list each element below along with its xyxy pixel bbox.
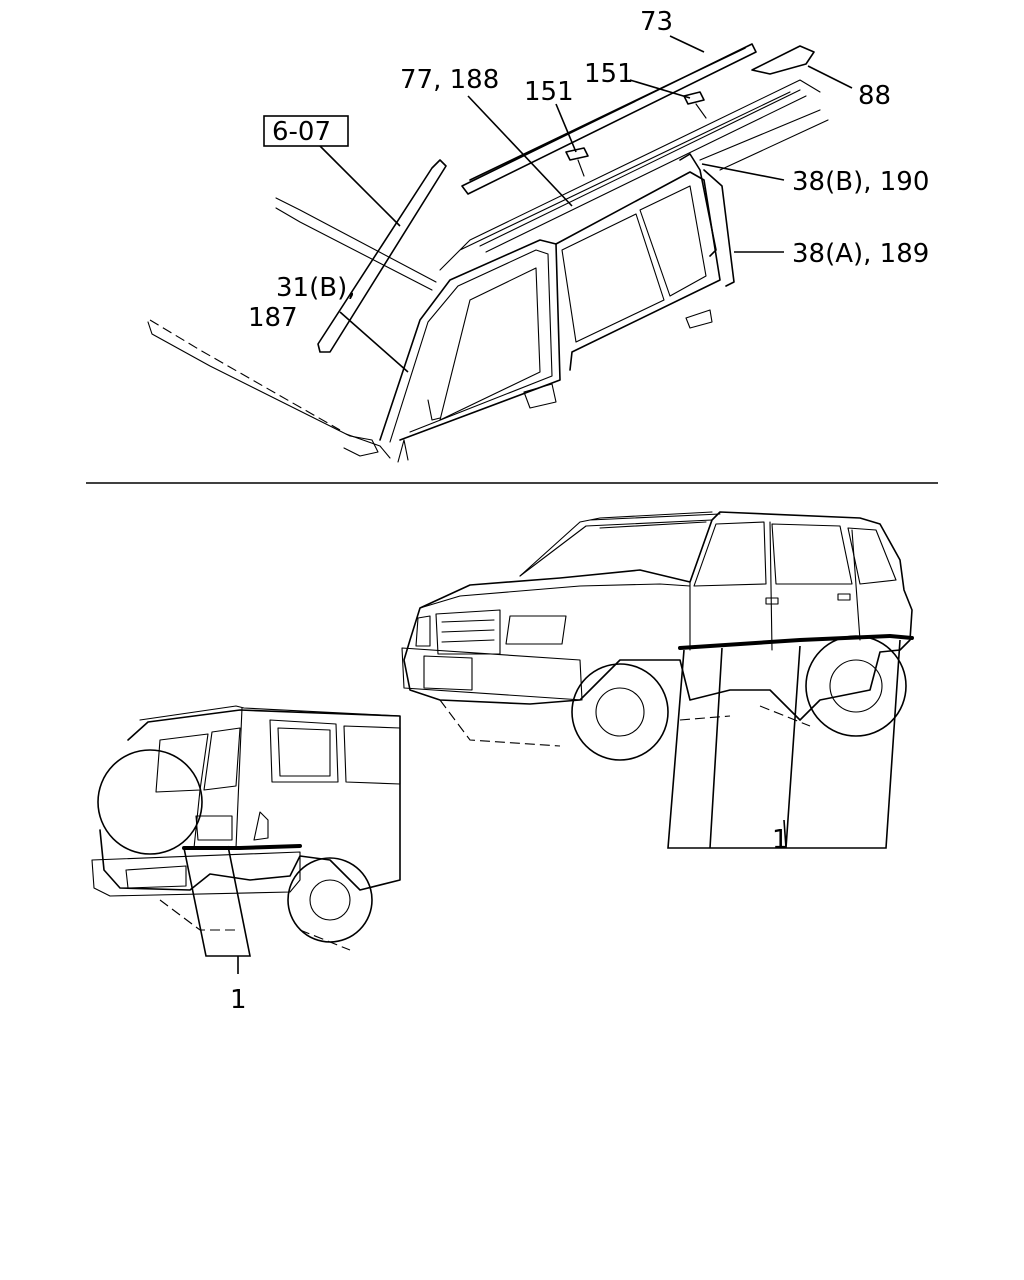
rear-bumper	[91, 851, 301, 897]
rear-wheel	[805, 635, 907, 737]
front-wheel	[571, 663, 669, 761]
rear-quarter-molding-38a	[703, 169, 735, 287]
roof-edge	[439, 79, 829, 271]
hood	[419, 583, 691, 609]
grille	[435, 609, 501, 655]
clip-part-151-rear	[683, 91, 705, 105]
roof-moldings-view	[147, 43, 829, 463]
callout-38a-189: 38(A), 189	[792, 239, 929, 269]
callout-38b-190: 38(B), 190	[792, 167, 929, 197]
rear-quarter-molding-38b	[679, 153, 717, 257]
windshield-glass	[149, 319, 341, 431]
side-molding-rear-view	[182, 844, 302, 850]
spare-tire	[97, 749, 203, 855]
callout-151-front: 151	[524, 77, 574, 107]
suv-front-view	[401, 511, 914, 761]
front-door-frame	[379, 239, 561, 441]
rear-body-outline	[99, 709, 401, 891]
section-ref-box	[263, 115, 349, 147]
suv-rear-view	[91, 705, 401, 951]
front-body-outline	[403, 511, 913, 721]
top-callouts: 73 88 151 151 77, 188 6-07 38(B), 190 38…	[248, 7, 929, 373]
rear-door-glass	[561, 185, 707, 343]
callout-73: 73	[640, 7, 673, 37]
callout-31b-line1: 31(B),	[276, 273, 355, 303]
callout-6-07: 6-07	[272, 117, 331, 147]
leaders-right: 1	[667, 639, 901, 855]
windshield-edge	[275, 197, 437, 291]
front-windshield	[519, 519, 713, 583]
callout-151-rear: 151	[584, 59, 634, 89]
front-side-windows	[693, 521, 897, 587]
callout-31b-line2: 187	[248, 303, 298, 333]
clip-part-151-front	[565, 147, 589, 161]
roof-drip-molding	[479, 89, 807, 253]
callout-1-right: 1	[772, 825, 789, 855]
callout-1-left: 1	[230, 985, 247, 1015]
roof-rail-part-73	[461, 43, 757, 195]
rear-view-wheel	[287, 857, 373, 943]
rear-side-windows	[269, 719, 401, 785]
callout-88: 88	[858, 81, 891, 111]
front-door-glass	[439, 267, 541, 421]
leaders-left: 1	[183, 845, 251, 1015]
roof-end-cap-part-88	[751, 45, 815, 75]
windshield-pillar-molding	[317, 159, 447, 353]
callout-77-188: 77, 188	[400, 65, 499, 95]
side-molding-front-view	[678, 633, 914, 650]
front-bumper	[401, 647, 583, 701]
